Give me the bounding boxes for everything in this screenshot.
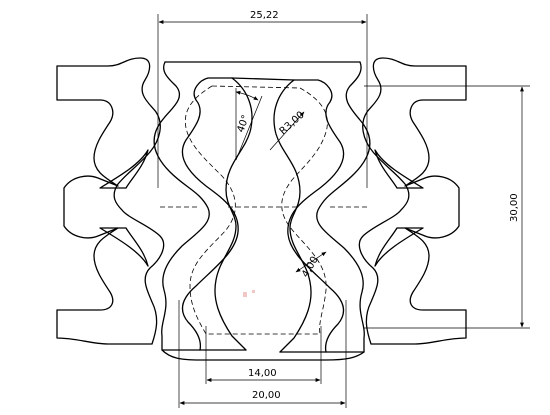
dimension-label-right-height: 30,00 bbox=[509, 193, 520, 222]
right-partial-cell bbox=[358, 57, 467, 345]
dimension-label-angle: 40° bbox=[235, 114, 251, 134]
center-unit-cell bbox=[153, 61, 371, 361]
dimension-strut-width: 4,00 bbox=[295, 251, 327, 280]
dimension-bottom-inner: 14,00 bbox=[205, 326, 322, 384]
dimension-bottom-outer: 20,00 bbox=[178, 300, 347, 408]
dimension-label-radius: R3,00 bbox=[278, 110, 307, 138]
top-bridge bbox=[164, 61, 361, 81]
left-wave-strut-inner bbox=[181, 77, 239, 351]
right-outer-outline bbox=[358, 57, 467, 345]
dimension-right-height: 30,00 bbox=[364, 85, 530, 329]
left-partial-cell bbox=[56, 57, 165, 345]
left-inner-hole-bottom bbox=[99, 227, 149, 267]
left-outer-outline bbox=[56, 57, 165, 345]
centerline-right bbox=[211, 85, 328, 335]
left-inner-hole-top bbox=[99, 149, 149, 189]
dimension-label-top-width: 25,22 bbox=[250, 10, 279, 21]
hourglass-right bbox=[273, 79, 312, 353]
watermark-mark bbox=[243, 290, 255, 297]
right-inner-hole-bottom bbox=[374, 227, 424, 267]
dimension-label-bottom-outer: 20,00 bbox=[252, 390, 281, 401]
dimension-top-width: 25,22 bbox=[157, 10, 368, 188]
bottom-bridge bbox=[161, 349, 365, 361]
dimension-label-bottom-inner: 14,00 bbox=[248, 368, 277, 379]
left-wave-strut-outer bbox=[153, 61, 210, 351]
right-inner-hole-top bbox=[374, 149, 424, 189]
right-wave-strut-outer bbox=[316, 61, 371, 353]
centerline-left bbox=[184, 85, 320, 335]
